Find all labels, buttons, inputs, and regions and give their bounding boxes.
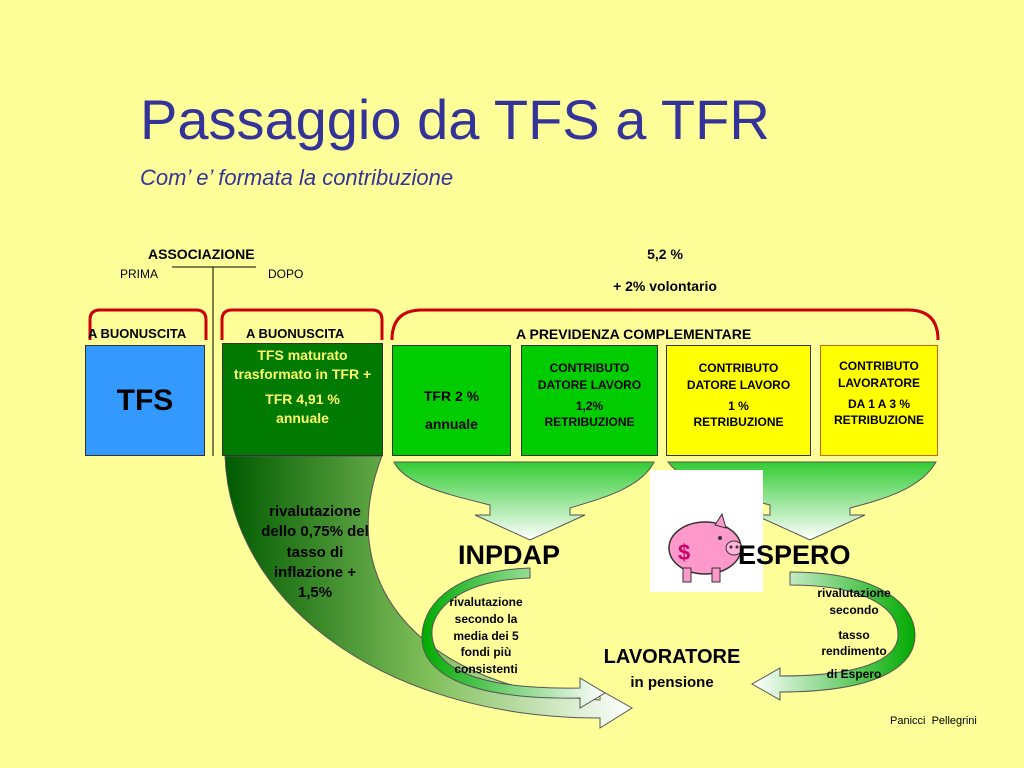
espero-note: rivalutazione secondo tasso rendimento d… [800, 585, 908, 683]
label-buonuscita-left: A BUONUSCITA [88, 326, 187, 341]
prima-label: PRIMA [120, 267, 159, 281]
contributo-datore-2-box: CONTRIBUTO DATORE LAVORO 1 % RETRIBUZION… [666, 345, 811, 456]
inpdap-note: rivalutazione secondo la media dei 5 fon… [449, 595, 523, 677]
lavoratore-label: LAVORATORE [603, 646, 741, 668]
in-pensione-label: in pensione [630, 674, 714, 691]
espero-note-line1: rivalutazione secondo [817, 586, 891, 617]
contributo-datore-1-title: CONTRIBUTO DATORE LAVORO [537, 361, 642, 392]
piggy-bank-icon: $ [668, 512, 743, 583]
footer-authors: Panicci Pellegrini [890, 715, 977, 727]
tfr-annuale-text: annuale [425, 416, 478, 432]
tfr-491-text: TFR 4,91 % annuale [265, 390, 340, 426]
tfr-percent-text: TFR 2 % [423, 388, 480, 404]
percent-header-line1: 5,2 % [647, 246, 683, 262]
inpdap-label: INPDAP [458, 540, 561, 570]
page-subtitle: Com’ e’ formata la contribuzione [140, 165, 454, 190]
tfs-curve-arrow [224, 455, 633, 729]
percent-header-line2: + 2% volontario [613, 278, 717, 294]
espero-note-line2: tasso rendimento [821, 627, 887, 659]
espero-curve-arrow [750, 571, 916, 701]
dopo-label: DOPO [268, 267, 304, 281]
contributo-datore-2-value: 1 % RETRIBUZIONE [693, 398, 784, 430]
contributo-lavoratore-box: CONTRIBUTO LAVORATORE DA 1 A 3 % RETRIBU… [820, 345, 938, 456]
tfs-maturato-text: TFS maturato trasformato in TFR + [233, 347, 372, 382]
label-buonuscita-right: A BUONUSCITA [246, 326, 345, 341]
label-previdenza: A PREVIDENZA COMPLEMENTARE [516, 326, 752, 342]
associazione-label: ASSOCIAZIONE [148, 246, 255, 262]
rivalutazione-tfs-text: rivalutazione dello 0,75% del tasso di i… [261, 503, 369, 601]
tfs-box: TFS [85, 345, 205, 456]
bracket-middle [220, 308, 384, 340]
tfs-maturato-box: TFS maturato trasformato in TFR + TFR 4,… [222, 343, 383, 456]
inpdap-curve-arrow [421, 567, 606, 709]
tfr-box: TFR 2 % annuale [392, 345, 511, 456]
bracket-left [88, 308, 208, 340]
bracket-right [390, 308, 940, 341]
contributo-datore-2-title: CONTRIBUTO DATORE LAVORO [686, 361, 791, 392]
page-title: Passaggio da TFS a TFR [140, 88, 770, 151]
inpdap-down-arrow [393, 461, 655, 541]
contributo-datore-1-value: 1,2% RETRIBUZIONE [544, 398, 635, 430]
contributo-lavoratore-value: DA 1 A 3 % RETRIBUZIONE [834, 396, 924, 428]
contributo-datore-1-box: CONTRIBUTO DATORE LAVORO 1,2% RETRIBUZIO… [521, 345, 658, 456]
svg-text:$: $ [678, 540, 690, 565]
contributo-lavoratore-title: CONTRIBUTO LAVORATORE [837, 359, 920, 390]
espero-label: ESPERO [738, 540, 851, 570]
espero-note-line3: di Espero [826, 667, 882, 682]
